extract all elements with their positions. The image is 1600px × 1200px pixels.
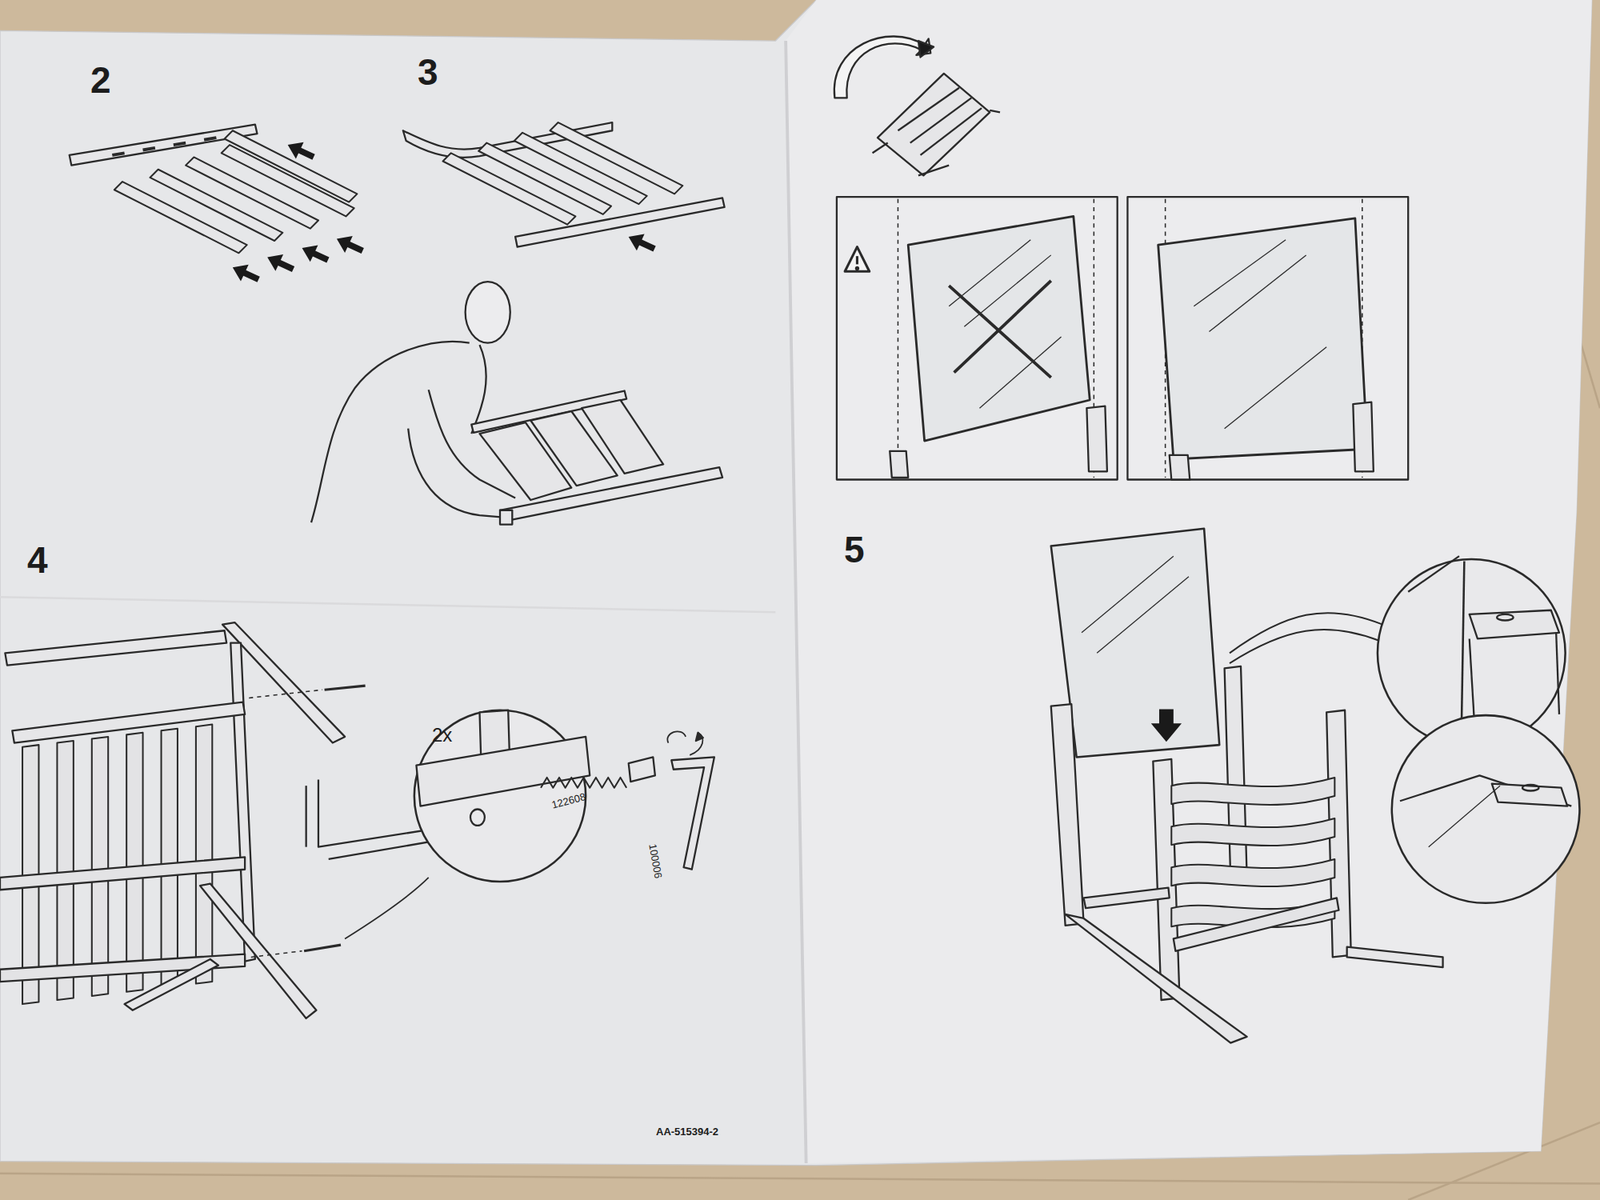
fold-line [0, 596, 776, 612]
step-number: 4 [27, 540, 48, 581]
document-code: AA-515394-2 [656, 1126, 719, 1138]
fold-line [785, 40, 807, 1164]
paper-sheet [0, 0, 1592, 1166]
step-number: 5 [844, 529, 865, 571]
step-number: 2 [90, 60, 112, 101]
line-drawings [0, 36, 1580, 1043]
right-page-shade [785, 0, 1592, 1164]
step-number: 3 [417, 52, 439, 93]
quantity-label: 2x [432, 724, 452, 746]
